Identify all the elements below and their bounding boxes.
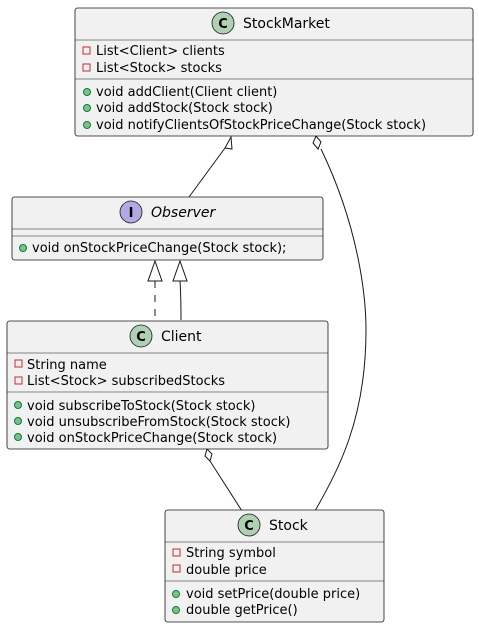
aggregation-edge-stockmarket-stock (314, 148, 367, 512)
method: double getPrice() (186, 603, 298, 618)
interface-name: Observer (151, 205, 216, 221)
method: void subscribeToStock(Stock stock) (27, 399, 255, 414)
public-method-icon (83, 121, 91, 129)
class-stockmarket[interactable]: C StockMarket List<Client> clients List<… (74, 7, 474, 137)
class-badge-icon (129, 324, 153, 348)
aggregation-edge-stockmarket-observer (188, 147, 226, 198)
method: void setPrice(double price) (186, 587, 360, 602)
public-method-icon (172, 590, 180, 598)
public-method-icon (14, 401, 22, 409)
field: List<Stock> subscribedStocks (27, 374, 225, 389)
public-method-icon (172, 606, 180, 614)
private-field-icon (82, 63, 91, 72)
method: void onStockPriceChange(Stock stock); (32, 241, 286, 256)
class-badge-icon (237, 513, 261, 537)
private-field-icon (14, 359, 23, 368)
field: List<Client> clients (96, 44, 225, 59)
realization-arrowhead (147, 259, 163, 282)
class-stock[interactable]: C Stock String symbol double price void … (164, 509, 385, 623)
generalization-arrowhead (172, 259, 188, 282)
public-method-icon (14, 433, 22, 441)
private-field-icon (172, 564, 181, 573)
method: void addClient(Client client) (96, 85, 277, 100)
private-field-icon (172, 548, 181, 557)
method: void unsubscribeFromStock(Stock stock) (27, 415, 290, 430)
class-name: Client (161, 329, 202, 345)
method: void onStockPriceChange(Stock stock) (27, 431, 277, 446)
field: List<Stock> stocks (96, 61, 222, 76)
class-badge-icon (211, 11, 235, 35)
aggregation-edge-client-stock (209, 460, 243, 512)
public-method-icon (83, 88, 91, 96)
method: void notifyClientsOfStockPriceChange(Sto… (96, 118, 426, 133)
generalization-edge-client-observer (179, 280, 182, 321)
interface-badge-letter: I (129, 206, 134, 221)
field: double price (186, 563, 267, 578)
class-name: Stock (269, 518, 309, 534)
field: String symbol (186, 546, 276, 561)
class-badge-letter: C (136, 330, 146, 345)
class-badge-letter: C (218, 17, 228, 32)
method: void addStock(Stock stock) (96, 101, 273, 116)
public-method-icon (14, 417, 22, 425)
interface-badge-icon (119, 200, 143, 224)
class-name: StockMarket (243, 16, 330, 32)
public-method-icon (19, 244, 27, 252)
aggregation-diamond-stockmarket-stock (312, 135, 322, 150)
private-field-icon (14, 376, 23, 385)
interface-observer[interactable]: I Observer void onStockPriceChange(Stock… (11, 196, 324, 261)
public-method-icon (83, 104, 91, 112)
relationships (147, 135, 367, 512)
field: String name (27, 358, 107, 373)
class-client[interactable]: C Client String name List<Stock> subscri… (6, 320, 329, 450)
private-field-icon (82, 46, 91, 55)
aggregation-diamond-client-stock (204, 448, 213, 462)
aggregation-diamond-stockmarket-observer (224, 135, 233, 150)
class-badge-letter: C (244, 519, 254, 534)
